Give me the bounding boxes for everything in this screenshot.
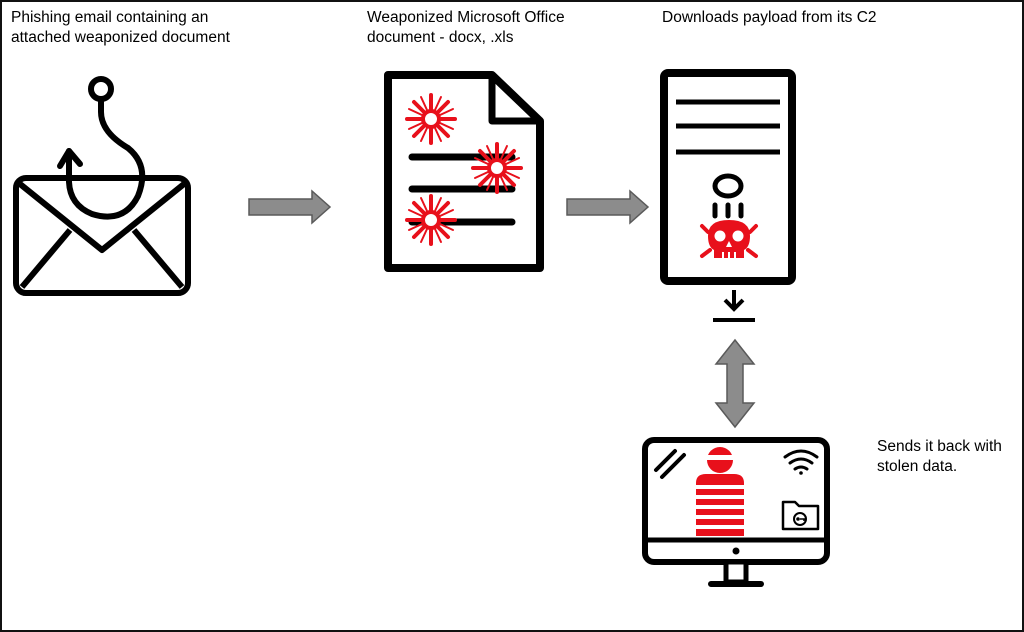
download-icon [713, 290, 755, 322]
email-step-caption: Phishing email containing an attached we… [11, 9, 230, 46]
bidirectional-arrow [714, 338, 756, 429]
virus-icon [405, 194, 457, 246]
infected-document-icon [384, 71, 544, 272]
flow-arrow-1 [248, 189, 332, 225]
document-step-caption: Weaponized Microsoft Office document - d… [367, 9, 565, 46]
flow-arrow-2 [566, 189, 650, 225]
hacker-monitor-icon [642, 437, 830, 587]
virus-icon [471, 142, 523, 194]
server-step-caption: Downloads payload from its C2 [662, 9, 877, 26]
computer-step-caption: Sends it back with stolen data. [877, 438, 1002, 475]
c2-server-skull-icon [660, 69, 796, 285]
skull-icon [700, 220, 758, 258]
hacker-icon [694, 447, 746, 536]
phishing-hook-envelope-icon [13, 76, 191, 296]
wifi-icon [783, 449, 819, 475]
virus-icon [405, 93, 457, 145]
locked-folder-icon [781, 500, 820, 531]
